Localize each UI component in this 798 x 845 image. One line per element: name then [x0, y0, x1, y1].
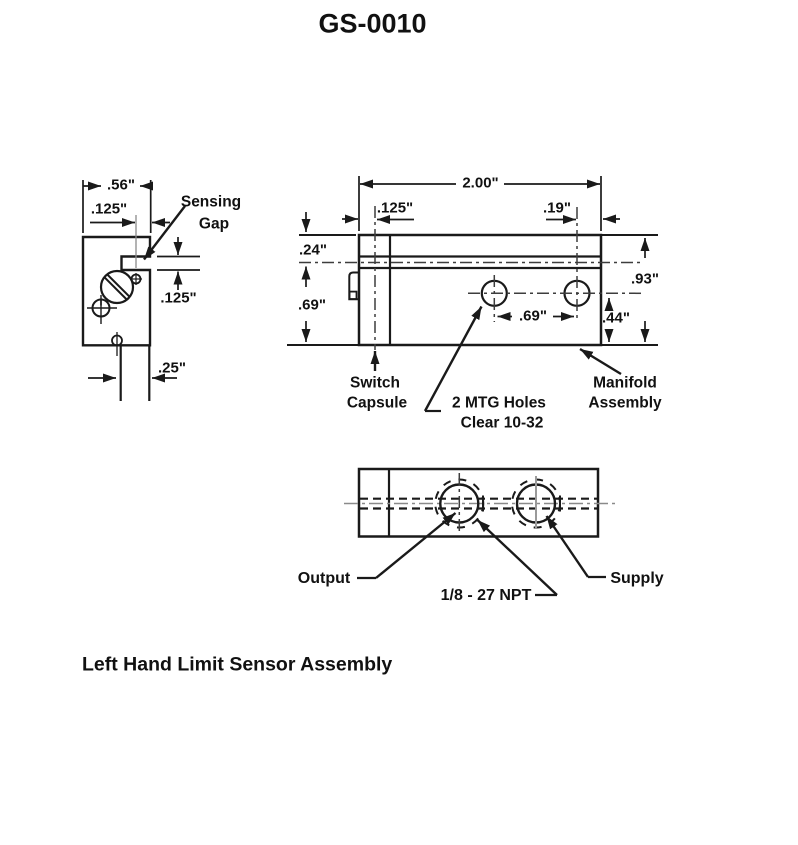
dim-hole-to-bottom-label: .44" [602, 309, 630, 327]
screw-slot-line [106, 273, 131, 298]
output-leader [375, 512, 457, 579]
side-body-outline [81, 235, 152, 347]
sensing-gap-leader [143, 205, 186, 261]
side-view-drawing [81, 180, 200, 401]
dim-offset-label: .125" [90, 200, 128, 218]
dim-center-to-bottom-label: .69" [298, 296, 326, 313]
manifold-assembly-label: Manifold [593, 373, 657, 391]
dim-gap-label: .125" [160, 289, 197, 306]
dim-top-to-center-label: .24" [299, 241, 327, 258]
dim-stem-label: .25" [158, 359, 186, 376]
mtg-holes-label: 2 MTG Holes [452, 393, 546, 411]
manifold-assembly-label: Assembly [588, 393, 662, 411]
bottom-view-drawing [344, 467, 618, 597]
supply-label: Supply [610, 569, 664, 587]
npt-label: 1/8 - 27 NPT [440, 586, 532, 604]
front-body-outline [357, 233, 603, 347]
supply-leader [545, 515, 589, 578]
mtg-holes-leader [423, 305, 483, 412]
mtg-holes-label: Clear 10-32 [460, 413, 544, 431]
dim-capsule-offset-label: .125" [376, 199, 414, 217]
npt-leader [476, 519, 558, 596]
front-view-drawing [287, 176, 658, 413]
dim-hole-spacing-label: .69" [519, 307, 547, 325]
screw-slot-line [103, 276, 128, 301]
sensing-gap-label: Gap [198, 214, 230, 232]
screw-head-circle [99, 269, 135, 305]
switch-capsule-label: Switch [350, 373, 400, 391]
drawing-caption: Left Hand Limit Sensor Assembly [82, 653, 393, 676]
switch-capsule-label: Capsule [346, 393, 408, 411]
sensing-gap-label: Sensing [180, 192, 242, 210]
page-title: GS-0010 [318, 8, 427, 38]
dim-height-label: .93" [631, 270, 659, 288]
dim-width-label: .56" [107, 176, 135, 194]
capsule-clip [348, 271, 359, 301]
output-label: Output [297, 570, 351, 587]
manifold-leader [579, 347, 622, 376]
dim-length-label: 2.00" [462, 174, 499, 192]
capsule-clip-detent [348, 290, 358, 301]
dim-hole-edge-label: .19" [543, 199, 571, 217]
